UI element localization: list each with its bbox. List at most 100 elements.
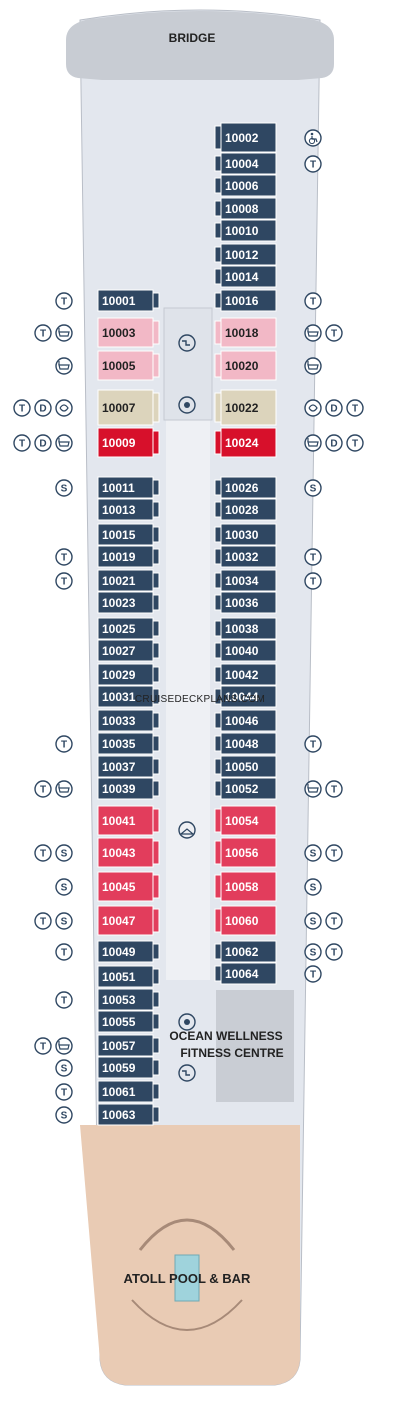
cabin-10042[interactable]: 10042	[214, 663, 277, 686]
cabin-10025[interactable]: 10025	[97, 617, 160, 640]
cabin-10064[interactable]: 10064	[214, 962, 277, 985]
cabin-10005[interactable]: 10005	[97, 350, 160, 381]
balcony	[152, 991, 160, 1008]
cabin-10063[interactable]: 10063	[97, 1103, 160, 1126]
svg-text:S: S	[310, 917, 317, 928]
cabin-number: 10053	[102, 993, 136, 1007]
s-icon: S	[304, 878, 322, 896]
balcony	[152, 908, 160, 933]
cabin-10028[interactable]: 10028	[214, 498, 277, 521]
t-icon: T	[325, 844, 343, 862]
cabin-10053[interactable]: 10053	[97, 988, 160, 1011]
cabin-10033[interactable]: 10033	[97, 709, 160, 732]
cabin-10061[interactable]: 10061	[97, 1080, 160, 1103]
svg-text:T: T	[40, 329, 46, 340]
cabin-number: 10003	[102, 326, 136, 340]
cabin-block	[220, 805, 277, 836]
cabin-number: 10020	[225, 359, 259, 373]
cabin-10006[interactable]: 10006	[214, 174, 277, 197]
cabin-10021[interactable]: 10021	[97, 569, 160, 592]
cabin-10018[interactable]: 10018	[214, 317, 277, 348]
cabin-10050[interactable]: 10050	[214, 755, 277, 778]
cabin-10037[interactable]: 10037	[97, 755, 160, 778]
balcony	[152, 594, 160, 611]
cabin-10039[interactable]: 10039	[97, 777, 160, 800]
cabin-10040[interactable]: 10040	[214, 639, 277, 662]
cabin-10030[interactable]: 10030	[214, 523, 277, 546]
cabin-10003[interactable]: 10003	[97, 317, 160, 348]
balcony	[214, 642, 222, 659]
svg-text:T: T	[310, 740, 316, 751]
cabin-10014[interactable]: 10014	[214, 265, 277, 288]
balcony	[214, 874, 222, 899]
cabin-number: 10045	[102, 880, 136, 894]
cabin-number: 10040	[225, 644, 259, 658]
cabin-number: 10025	[102, 622, 136, 636]
cabin-10020[interactable]: 10020	[214, 350, 277, 381]
cabin-number: 10035	[102, 737, 136, 751]
s-icon: S	[55, 1059, 73, 1077]
cabin-10029[interactable]: 10029	[97, 663, 160, 686]
cabin-10023[interactable]: 10023	[97, 591, 160, 614]
cabin-10016[interactable]: 10016	[214, 289, 277, 312]
cabin-10052[interactable]: 10052	[214, 777, 277, 800]
cabin-10054[interactable]: 10054	[214, 805, 277, 836]
cabin-10002[interactable]: 10002	[214, 122, 277, 153]
balcony	[152, 548, 160, 565]
cabin-10046[interactable]: 10046	[214, 709, 277, 732]
s-icon: S	[55, 1106, 73, 1124]
t-icon: T	[325, 780, 343, 798]
cabin-10059[interactable]: 10059	[97, 1056, 160, 1079]
cabin-10013[interactable]: 10013	[97, 498, 160, 521]
cabin-10004[interactable]: 10004	[214, 152, 277, 175]
cabin-10056[interactable]: 10056	[214, 837, 277, 868]
balcony	[214, 712, 222, 729]
cabin-10038[interactable]: 10038	[214, 617, 277, 640]
cabin-10041[interactable]: 10041	[97, 805, 160, 836]
cabin-10060[interactable]: 10060	[214, 905, 277, 936]
cabin-10048[interactable]: 10048	[214, 732, 277, 755]
cabin-10008[interactable]: 10008	[214, 197, 277, 220]
cabin-10010[interactable]: 10010	[214, 219, 277, 242]
cabin-10062[interactable]: 10062	[214, 940, 277, 963]
cabin-10024[interactable]: 10024	[214, 427, 277, 458]
balcony	[214, 943, 222, 960]
cabin-10022[interactable]: 10022	[214, 389, 277, 426]
cabin-10034[interactable]: 10034	[214, 569, 277, 592]
cabin-10051[interactable]: 10051	[97, 965, 160, 988]
cabin-10031[interactable]: 10031	[97, 685, 160, 708]
cabin-10058[interactable]: 10058	[214, 871, 277, 902]
cabin-10047[interactable]: 10047	[97, 905, 160, 936]
balcony	[214, 908, 222, 933]
cabin-10057[interactable]: 10057	[97, 1034, 160, 1057]
balcony	[152, 666, 160, 683]
cabin-number: 10009	[102, 436, 136, 450]
cabin-number: 10022	[225, 401, 259, 415]
cabin-number: 10032	[225, 550, 259, 564]
cabin-10035[interactable]: 10035	[97, 732, 160, 755]
cabin-10044[interactable]: 10044	[214, 685, 277, 708]
aft-service-area	[216, 990, 294, 1102]
cabin-10036[interactable]: 10036	[214, 591, 277, 614]
cabin-10032[interactable]: 10032	[214, 545, 277, 568]
cabin-10026[interactable]: 10026	[214, 476, 277, 499]
cabin-10012[interactable]: 10012	[214, 243, 277, 266]
cabin-10009[interactable]: 10009	[97, 427, 160, 458]
cabin-10011[interactable]: 10011	[97, 476, 160, 499]
cabin-10019[interactable]: 10019	[97, 545, 160, 568]
cabin-number: 10015	[102, 528, 136, 542]
s-icon: S	[304, 943, 322, 961]
cabin-10055[interactable]: 10055	[97, 1010, 160, 1033]
cabin-number: 10039	[102, 782, 136, 796]
cabin-10043[interactable]: 10043	[97, 837, 160, 868]
balcony	[214, 501, 222, 518]
cabin-10015[interactable]: 10015	[97, 523, 160, 546]
balcony	[152, 943, 160, 960]
svg-text:D: D	[330, 404, 337, 415]
cabin-10027[interactable]: 10027	[97, 639, 160, 662]
cabin-10001[interactable]: 10001	[97, 289, 160, 312]
cabin-10045[interactable]: 10045	[97, 871, 160, 902]
balcony	[214, 268, 222, 285]
cabin-10049[interactable]: 10049	[97, 940, 160, 963]
cabin-10007[interactable]: 10007	[97, 389, 160, 426]
